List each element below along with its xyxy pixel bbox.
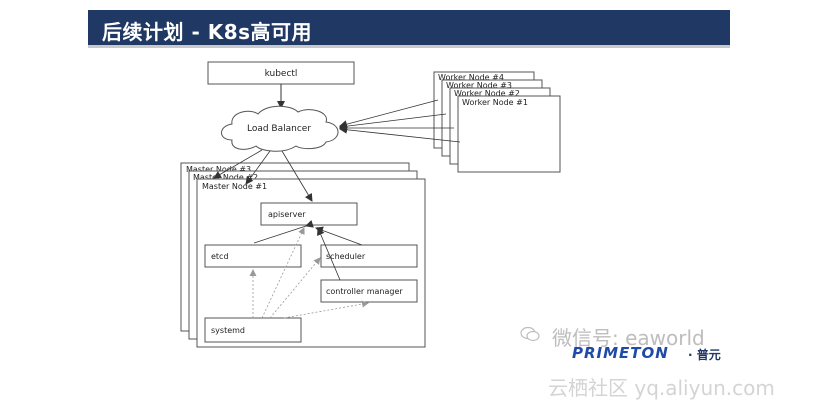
systemd-scheduler-arrow <box>269 257 321 319</box>
lb-to-master-3-arrow <box>213 149 263 179</box>
load-balancer-cloud <box>221 105 339 152</box>
etcd-box <box>204 244 302 268</box>
worker-to-lb-arrows <box>339 99 461 143</box>
master-node-2-label: Master Node #2 <box>193 173 258 182</box>
apiserver-label: apiserver <box>268 210 306 219</box>
slide-title-bar: 后续计划 - K8s高可用 <box>88 10 730 48</box>
worker-node-1-box <box>457 95 561 173</box>
systemd-box <box>204 317 302 343</box>
scheduler-label: scheduler <box>326 252 366 261</box>
slide-title: 后续计划 - K8s高可用 <box>102 20 313 44</box>
load-balancer-label: Load Balancer <box>247 124 311 134</box>
wechat-icon <box>520 326 540 342</box>
controller-manager-label: controller manager <box>326 287 403 296</box>
yunqi-watermark: 云栖社区 yq.aliyun.com <box>548 376 775 400</box>
primeton-logo: PRIMETON <box>572 344 669 362</box>
lb-to-master-arrows <box>213 149 313 202</box>
scheduler-box <box>320 244 418 268</box>
worker-4-arrow <box>339 99 439 129</box>
component-arrows <box>253 220 363 281</box>
worker-node-2-label: Worker Node #2 <box>454 89 520 98</box>
systemd-dashed-arrows <box>249 227 369 319</box>
controller-apiserver-arrow <box>317 227 341 281</box>
systemd-apiserver-arrow <box>261 227 305 319</box>
worker-3-arrow <box>339 113 447 131</box>
lb-to-master-2-arrow <box>245 150 271 185</box>
etcd-label: etcd <box>211 252 229 261</box>
controller-manager-box <box>320 279 418 303</box>
worker-node-3-label: Worker Node #3 <box>446 81 512 90</box>
systemd-label: systemd <box>211 326 245 335</box>
master-node-3-label: Master Node #3 <box>186 165 251 174</box>
kubectl-label: kubectl <box>265 69 298 79</box>
worker-1-arrow <box>339 125 461 143</box>
primeton-logo-cn: · 普元 <box>688 348 721 362</box>
apiserver-etcd-arrow <box>253 220 314 244</box>
weixin-watermark: 微信号: eaworld <box>552 326 705 350</box>
lb-to-apiserver-arrow <box>281 150 313 202</box>
worker-node-1-label: Worker Node #1 <box>462 98 528 107</box>
worker-node-stack: Worker Node #4 Worker Node #3 Worker Nod… <box>433 71 561 173</box>
master-node-1-label: Master Node #1 <box>202 182 267 191</box>
worker-node-4-label: Worker Node #4 <box>438 73 504 82</box>
